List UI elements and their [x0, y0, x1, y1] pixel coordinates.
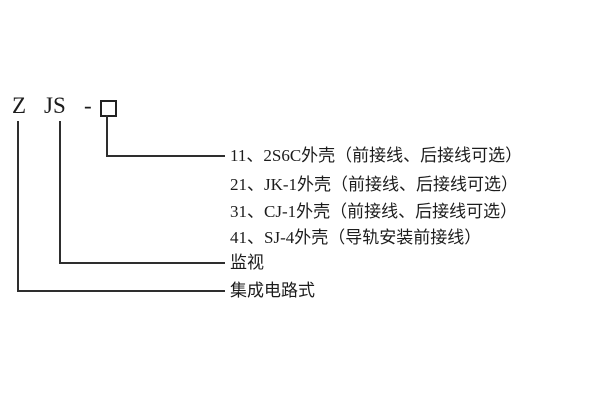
model-dash: - [84, 93, 92, 118]
connector-box-horizontal-line [106, 155, 225, 157]
connector-z-horizontal-line [17, 290, 225, 292]
model-letter-z: Z [12, 93, 27, 118]
option-row-41: 41、SJ-4外壳（导轨安装前接线） [230, 228, 482, 247]
option-row-11: 11、2S6C外壳（前接线、后接线可选） [230, 146, 523, 165]
label-z-meaning: 集成电路式 [230, 281, 315, 300]
connector-js-vertical-line [59, 121, 61, 264]
connector-js-horizontal-line [59, 262, 225, 264]
connector-box-vertical-line [106, 115, 108, 157]
label-js-meaning: 监视 [230, 253, 264, 272]
option-row-31: 31、CJ-1外壳（前接线、后接线可选） [230, 202, 518, 221]
connector-z-vertical-line [17, 121, 19, 292]
option-row-21: 21、JK-1外壳（前接线、后接线可选） [230, 175, 519, 194]
model-placeholder-box-icon [100, 100, 117, 117]
model-letters-js: JS [44, 93, 66, 118]
